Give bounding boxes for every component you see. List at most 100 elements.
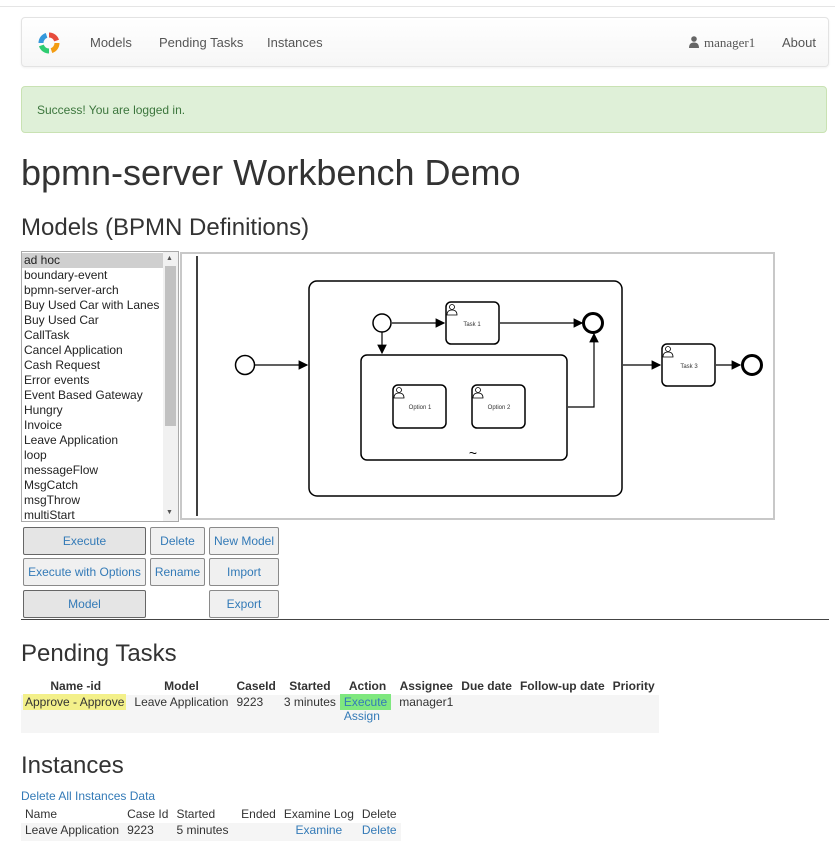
instance-row: Leave Application 9223 5 minutes Examine…: [21, 823, 401, 841]
model-button[interactable]: Model: [23, 590, 146, 618]
nav-about[interactable]: About: [782, 35, 816, 50]
task-started: 3 minutes: [279, 695, 340, 733]
task-model: Leave Application: [130, 695, 233, 733]
adhoc-marker: ~: [469, 445, 477, 461]
task-assignee: manager1: [395, 695, 458, 733]
rename-button[interactable]: Rename: [150, 558, 205, 586]
model-list-item[interactable]: Cancel Application: [24, 343, 123, 357]
pending-tasks-table: Name -id Model CaseId Started Action Ass…: [21, 676, 659, 733]
col-name-id: Name -id: [50, 678, 102, 693]
task-name: Approve - Approve: [23, 694, 127, 710]
adhoc-subprocess[interactable]: [360, 354, 568, 461]
nav-pending-tasks[interactable]: Pending Tasks: [159, 35, 244, 50]
instance-started: 5 minutes: [172, 823, 238, 841]
instance-delete-link[interactable]: Delete: [361, 823, 397, 837]
model-list-item[interactable]: ad hoc: [22, 253, 178, 268]
model-list-item[interactable]: Hungry: [24, 403, 63, 417]
instances-table: Name Case Id Started Ended Examine Log D…: [21, 804, 401, 841]
bpmn-diagram[interactable]: Task 1 ~ Option 1 Option 2 Task 3: [180, 252, 775, 520]
import-button[interactable]: Import: [209, 558, 279, 586]
task3-label: Task 3: [680, 364, 698, 370]
option1-user-icon: [396, 387, 402, 393]
task-priority: [608, 695, 659, 733]
model-list-item[interactable]: MsgCatch: [24, 478, 79, 492]
model-list-item[interactable]: loop: [24, 448, 47, 462]
scroll-thumb[interactable]: [165, 266, 176, 426]
delete-model-button[interactable]: Delete: [150, 527, 205, 555]
model-list-item[interactable]: Buy Used Car: [24, 313, 99, 327]
task-assign-link[interactable]: Assign: [343, 709, 380, 723]
model-list-item[interactable]: Buy Used Car with Lanes: [24, 298, 160, 312]
model-list-item[interactable]: messageFlow: [24, 463, 99, 477]
model-list-item[interactable]: multiStart: [24, 508, 75, 522]
new-model-button[interactable]: New Model: [209, 527, 279, 555]
scroll-up-icon[interactable]: ▲: [166, 255, 173, 262]
instance-examine-link[interactable]: Examine: [295, 823, 343, 837]
scroll-down-icon[interactable]: ▼: [166, 509, 173, 516]
instances-header-row: Name Case Id Started Ended Examine Log D…: [21, 804, 401, 823]
model-list-item[interactable]: bpmn-server-arch: [24, 283, 119, 297]
task3-shape[interactable]: [661, 343, 716, 387]
task1-user-icon: [449, 304, 455, 310]
task-execute-link[interactable]: Execute: [339, 694, 392, 710]
option2-user-icon: [475, 387, 481, 393]
start-event[interactable]: [234, 354, 256, 376]
col-action: Action: [348, 678, 387, 693]
delete-all-instances-link[interactable]: Delete All Instances Data: [21, 789, 156, 803]
model-list-item[interactable]: Cash Request: [24, 358, 101, 372]
model-list-item[interactable]: CallTask: [24, 328, 70, 342]
inner-start-event[interactable]: [372, 313, 392, 333]
model-list-scrollbar[interactable]: ▲ ▼: [163, 252, 178, 521]
subprocess-outer[interactable]: [308, 280, 623, 497]
export-button[interactable]: Export: [209, 590, 279, 618]
nav-models[interactable]: Models: [90, 35, 132, 50]
execute-button[interactable]: Execute: [23, 527, 146, 555]
app-logo-icon[interactable]: [37, 31, 61, 55]
model-list-item[interactable]: Error events: [24, 373, 90, 387]
nav-user[interactable]: manager1: [704, 35, 756, 50]
model-list-item[interactable]: Invoice: [24, 418, 63, 432]
models-heading: Models (BPMN Definitions): [21, 214, 310, 241]
model-list-item[interactable]: Event Based Gateway: [24, 388, 143, 402]
task3-user-icon: [665, 346, 671, 352]
success-alert: Success! You are logged in.: [21, 86, 827, 133]
pending-tasks-heading: Pending Tasks: [21, 640, 177, 667]
flow-adhoc-end: [568, 332, 599, 408]
model-list-item[interactable]: Leave Application: [24, 433, 119, 447]
execute-with-options-button[interactable]: Execute with Options: [23, 558, 146, 586]
task1-label: Task 1: [463, 322, 481, 328]
col-model: Model: [164, 678, 199, 693]
nav-instances[interactable]: Instances: [267, 35, 323, 50]
col-inst-examine-log: Examine Log: [283, 806, 354, 821]
top-divider: [0, 6, 835, 7]
col-assignee: Assignee: [399, 678, 453, 693]
col-inst-delete: Delete: [361, 806, 397, 821]
model-list-item[interactable]: boundary-event: [24, 268, 108, 282]
inner-end-event[interactable]: [582, 312, 604, 334]
user-icon: [689, 36, 699, 48]
end-event[interactable]: [741, 354, 763, 376]
task-due-date: [457, 695, 516, 733]
col-started: Started: [289, 678, 331, 693]
option1-label: Option 1: [409, 405, 432, 411]
option2-label: Option 2: [488, 405, 511, 411]
col-inst-case-id: Case Id: [127, 806, 169, 821]
section-divider: [21, 619, 829, 620]
option2-shape[interactable]: [471, 384, 526, 429]
option1-shape[interactable]: [392, 384, 447, 429]
instance-name: Leave Application: [21, 823, 124, 841]
model-list-item[interactable]: msgThrow: [24, 493, 81, 507]
col-followup-date: Follow-up date: [519, 678, 605, 693]
task-case-id: 9223: [232, 695, 280, 733]
navbar: Models Pending Tasks Instances manager1 …: [21, 17, 829, 67]
instance-ended: [237, 823, 280, 841]
col-inst-started: Started: [176, 806, 216, 821]
col-inst-name: Name: [25, 806, 58, 821]
col-inst-ended: Ended: [241, 806, 276, 821]
page-title: bpmn-server Workbench Demo: [21, 152, 521, 193]
col-caseid: CaseId: [236, 678, 276, 693]
instance-case-id: 9223: [123, 823, 173, 841]
task-followup-date: [515, 695, 609, 733]
task1-shape[interactable]: [445, 301, 500, 345]
